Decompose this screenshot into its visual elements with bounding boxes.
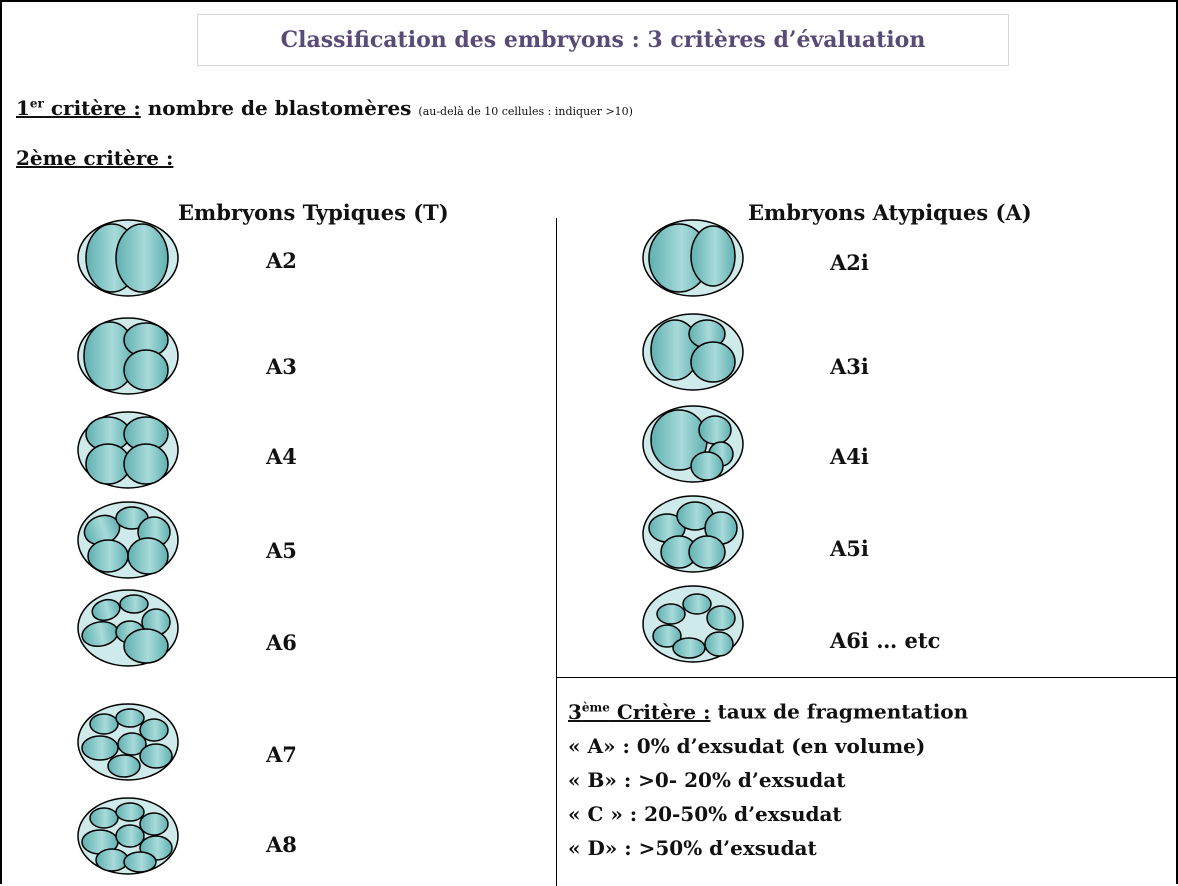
fragmentation-grade-a: « A» : 0% d’exsudat (en volume) [568, 733, 926, 758]
blastomere [81, 735, 119, 761]
blastomere [107, 754, 141, 778]
criterion-1-text: nombre de blastomères [147, 96, 412, 120]
blastomere [123, 443, 169, 485]
blastomere [656, 603, 686, 625]
blastomere [115, 708, 145, 728]
embryo-a3-icon [77, 317, 179, 395]
blastomere [117, 732, 147, 756]
page-title: Classification des embryons : 3 critères… [280, 27, 926, 53]
criterion-1-note: (au-delà de 10 cellules : indiquer >10) [418, 105, 633, 118]
atypical-label-a5i: A5i [830, 536, 869, 561]
embryo-a3i-icon [642, 313, 744, 391]
blastomere [688, 535, 726, 569]
criterion-3-label: 3ème Critère : [568, 699, 711, 724]
embryo-a4-icon [77, 411, 179, 489]
blastomere [115, 824, 145, 848]
typical-label-a3: A3 [266, 354, 297, 379]
embryo-a6-icon [77, 589, 179, 667]
embryo-a6i-icon [642, 585, 744, 663]
blastomere [690, 225, 736, 287]
criterion-2-label: 2ème critère : [16, 146, 174, 170]
title-box: Classification des embryons : 3 critères… [197, 14, 1009, 66]
blastomere [119, 594, 149, 614]
column-divider [556, 218, 557, 886]
criterion-3-divider [557, 677, 1178, 678]
atypical-heading: Embryons Atypiques (A) [748, 200, 1032, 225]
blastomere [139, 718, 169, 742]
embryo-a4i-icon [642, 405, 744, 483]
blastomere [690, 451, 724, 481]
blastomere [139, 743, 173, 769]
blastomere [139, 812, 169, 836]
blastomere [706, 605, 736, 631]
blastomere [87, 539, 129, 573]
blastomere [127, 537, 169, 575]
criterion-3-text: taux de fragmentation [717, 699, 969, 724]
fragmentation-grade-d: « D» : >50% d’exsudat [568, 835, 817, 860]
embryo-a8-icon [77, 797, 179, 875]
embryo-a2-icon [77, 219, 179, 297]
criterion-1-label: 1er critère : [16, 96, 141, 120]
atypical-label-a2i: A2i [830, 250, 869, 275]
criterion-3: 3ème Critère : taux de fragmentation « A… [568, 690, 968, 865]
typical-label-a5: A5 [266, 538, 297, 563]
embryo-a5i-icon [642, 495, 744, 573]
blastomere [652, 624, 682, 648]
blastomere [704, 631, 734, 657]
atypical-label-a4i: A4i [830, 444, 869, 469]
embryo-a2i-icon [642, 219, 744, 297]
blastomere [682, 593, 712, 615]
blastomere [95, 848, 129, 872]
blastomere [115, 223, 169, 293]
typical-heading: Embryons Typiques (T) [178, 200, 449, 225]
embryo-a5-icon [77, 501, 179, 579]
typical-label-a2: A2 [266, 248, 297, 273]
blastomere [89, 713, 119, 735]
blastomere [115, 802, 145, 822]
typical-label-a7: A7 [266, 742, 297, 767]
blastomere [690, 341, 736, 383]
embryo-a7-icon [77, 703, 179, 781]
blastomere [672, 637, 706, 659]
atypical-label-a6i: A6i … etc [830, 628, 941, 653]
fragmentation-grade-b: « B» : >0- 20% d’exsudat [568, 767, 846, 792]
blastomere [123, 628, 169, 664]
typical-label-a6: A6 [266, 630, 297, 655]
blastomere [91, 598, 121, 622]
atypical-label-a3i: A3i [830, 354, 869, 379]
blastomere [123, 349, 169, 391]
criterion-3-header: 3ème Critère : taux de fragmentation [568, 690, 968, 729]
fragmentation-grade-c: « C » : 20-50% d’exsudat [568, 801, 842, 826]
typical-label-a4: A4 [266, 444, 297, 469]
blastomere [89, 807, 119, 829]
blastomere [123, 851, 157, 873]
blastomere [698, 415, 732, 445]
typical-label-a8: A8 [266, 832, 297, 857]
criterion-1: 1er critère : nombre de blastomères (au-… [16, 96, 633, 120]
